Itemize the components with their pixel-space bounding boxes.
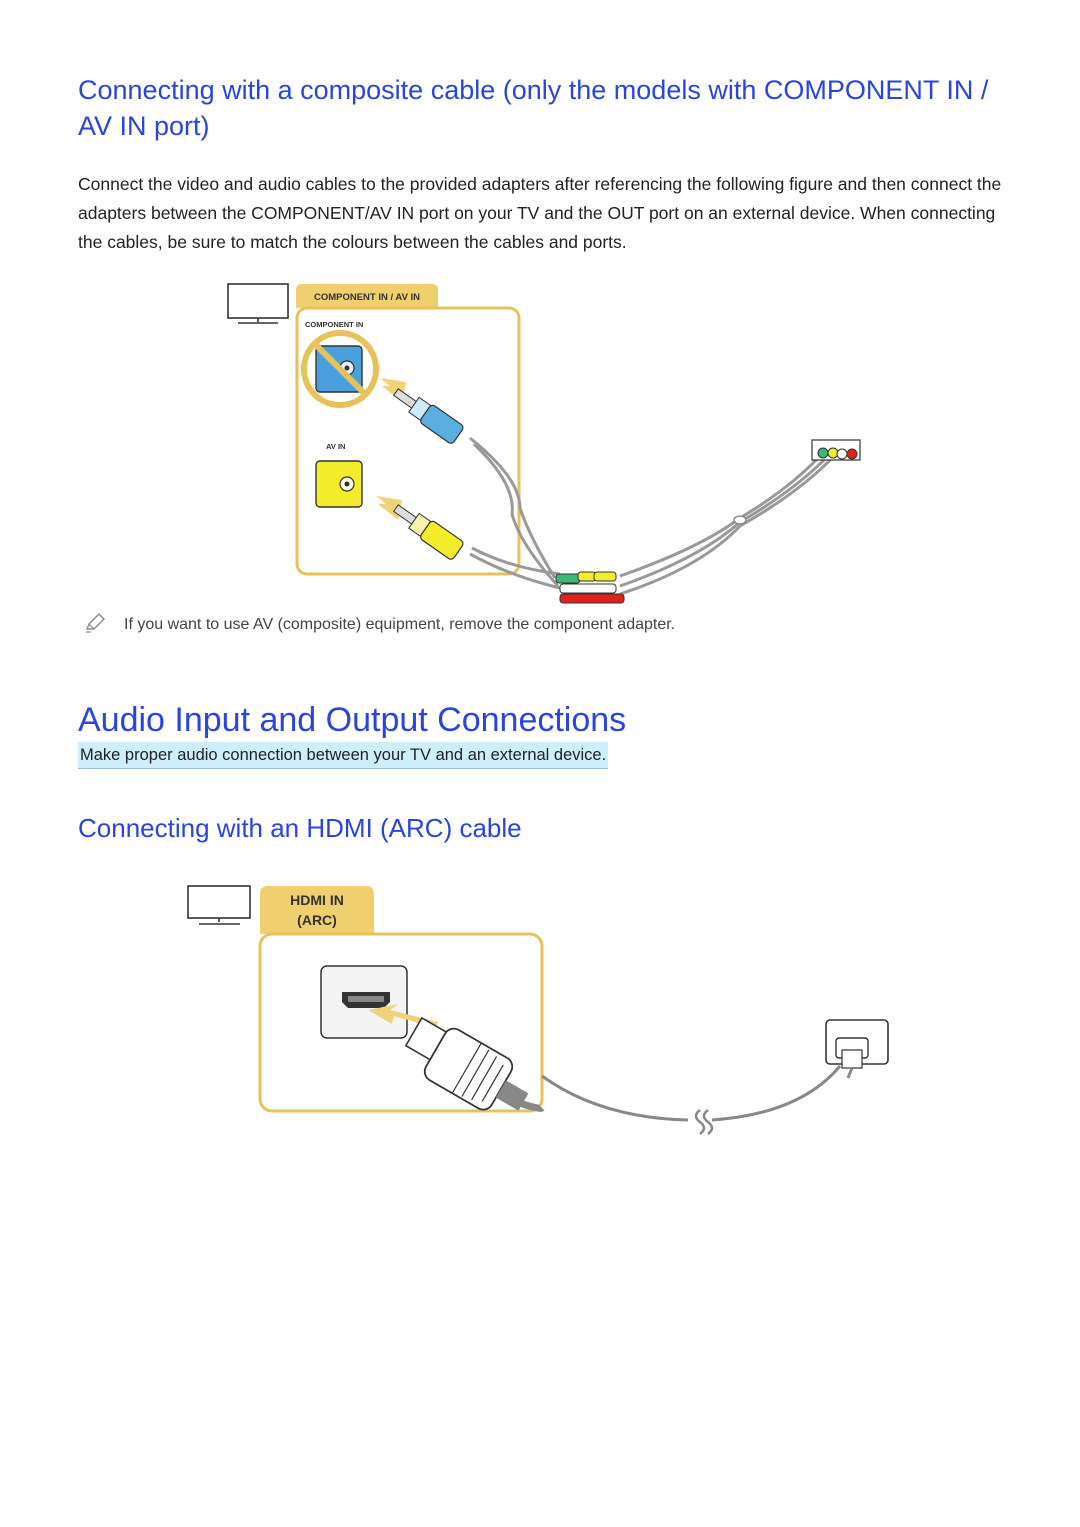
pencil-note-icon — [85, 613, 105, 633]
tv-icon — [187, 885, 251, 925]
external-device-port — [811, 439, 861, 461]
cable-break-icon — [694, 1109, 714, 1135]
composite-section-body: Connect the video and audio cables to th… — [78, 174, 1002, 252]
external-hdmi-port — [825, 1019, 889, 1079]
hdmi-section-heading: Connecting with an HDMI (ARC) cable — [78, 813, 522, 843]
blue-plug — [392, 388, 464, 444]
hdmi-cable — [541, 1074, 689, 1122]
component-in-label: COMPONENT IN — [305, 320, 363, 329]
component-av-tab — [296, 284, 438, 308]
av-in-port — [315, 460, 363, 508]
hdmi-tab-line1: HDMI IN — [290, 892, 344, 908]
composite-section-heading: Connecting with a composite cable (only … — [78, 75, 989, 141]
note: If you want to use AV (composite) equipm… — [84, 610, 984, 640]
hdmi-connection-figure: HDMI IN (ARC) — [180, 878, 900, 1148]
audio-section-heading: Audio Input and Output Connections — [78, 701, 627, 739]
component-av-tab-label: COMPONENT IN / AV IN — [314, 292, 420, 303]
hdmi-tab-line2: (ARC) — [297, 912, 337, 928]
yellow-plug — [392, 504, 464, 560]
hdmi-tab — [260, 886, 374, 934]
no-sign-icon — [301, 330, 379, 408]
note-text: If you want to use AV (composite) equipm… — [124, 616, 676, 633]
composite-cables — [469, 436, 836, 596]
audio-section-intro: Make proper audio connection between you… — [78, 742, 609, 769]
hdmi-cable-far — [711, 1065, 842, 1122]
rca-plugs — [555, 571, 625, 604]
tv-icon — [227, 283, 289, 324]
hdmi-in-port — [320, 965, 408, 1039]
av-in-label: AV IN — [326, 442, 345, 451]
composite-connection-figure: COMPONENT IN / AV IN COMPONENT IN AV IN — [220, 278, 880, 608]
hdmi-plug — [404, 1016, 529, 1111]
